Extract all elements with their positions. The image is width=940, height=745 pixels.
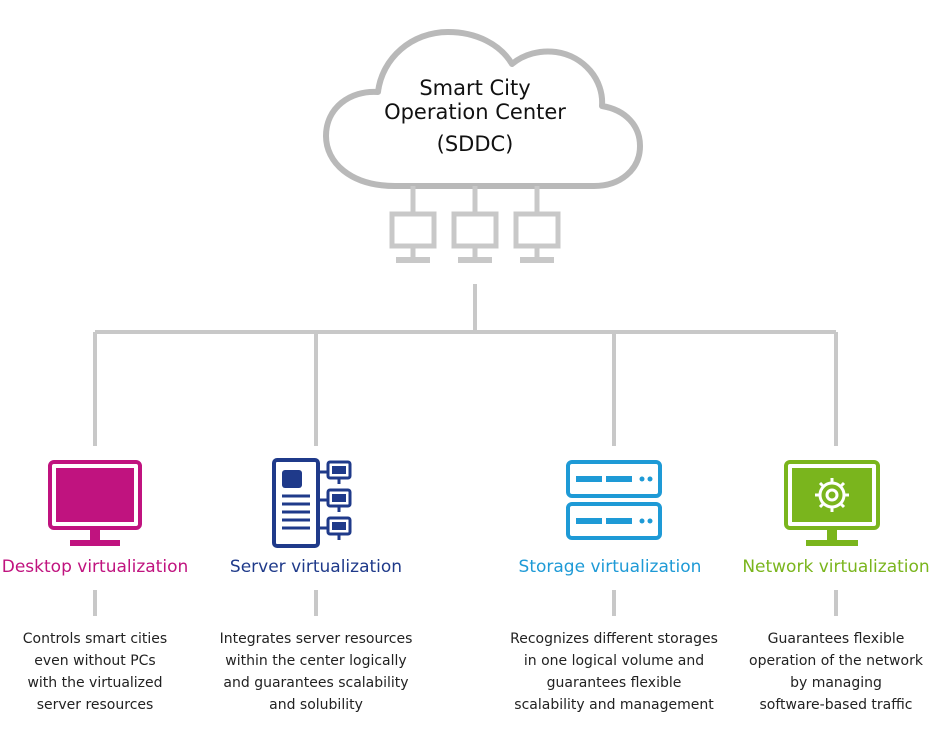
cloud-shape: [323, 29, 643, 189]
gear-icon: [815, 478, 849, 512]
network-virtualization-title: Network virtualization: [742, 557, 930, 577]
cloud-subtitle: (SDDC): [436, 132, 514, 156]
connector-lines: [93, 284, 838, 616]
gear-monitor-icon: [784, 460, 880, 546]
storage-virtualization-description: Recognizes different storages in one log…: [510, 631, 718, 713]
storage-server-icon: [566, 460, 662, 540]
monitor-icon-right: [513, 211, 561, 249]
server-network-icon: [272, 458, 352, 548]
desktop-virtualization-title: Desktop virtualization: [1, 557, 189, 577]
server-virtualization-title: Server virtualization: [229, 557, 403, 577]
network-virtualization-description: Guarantees flexible operation of the net…: [749, 631, 923, 713]
monitor-icon-left: [389, 211, 437, 249]
cloud-title: Smart City Operation Center: [384, 76, 566, 124]
monitor-icon: [48, 460, 142, 546]
network-monitors: [389, 186, 561, 263]
storage-virtualization-title: Storage virtualization: [518, 557, 702, 577]
desktop-virtualization-description: Controls smart cities even without PCs w…: [22, 631, 168, 713]
monitor-icon-center: [451, 211, 499, 249]
server-virtualization-description: Integrates server resources within the c…: [219, 631, 413, 713]
